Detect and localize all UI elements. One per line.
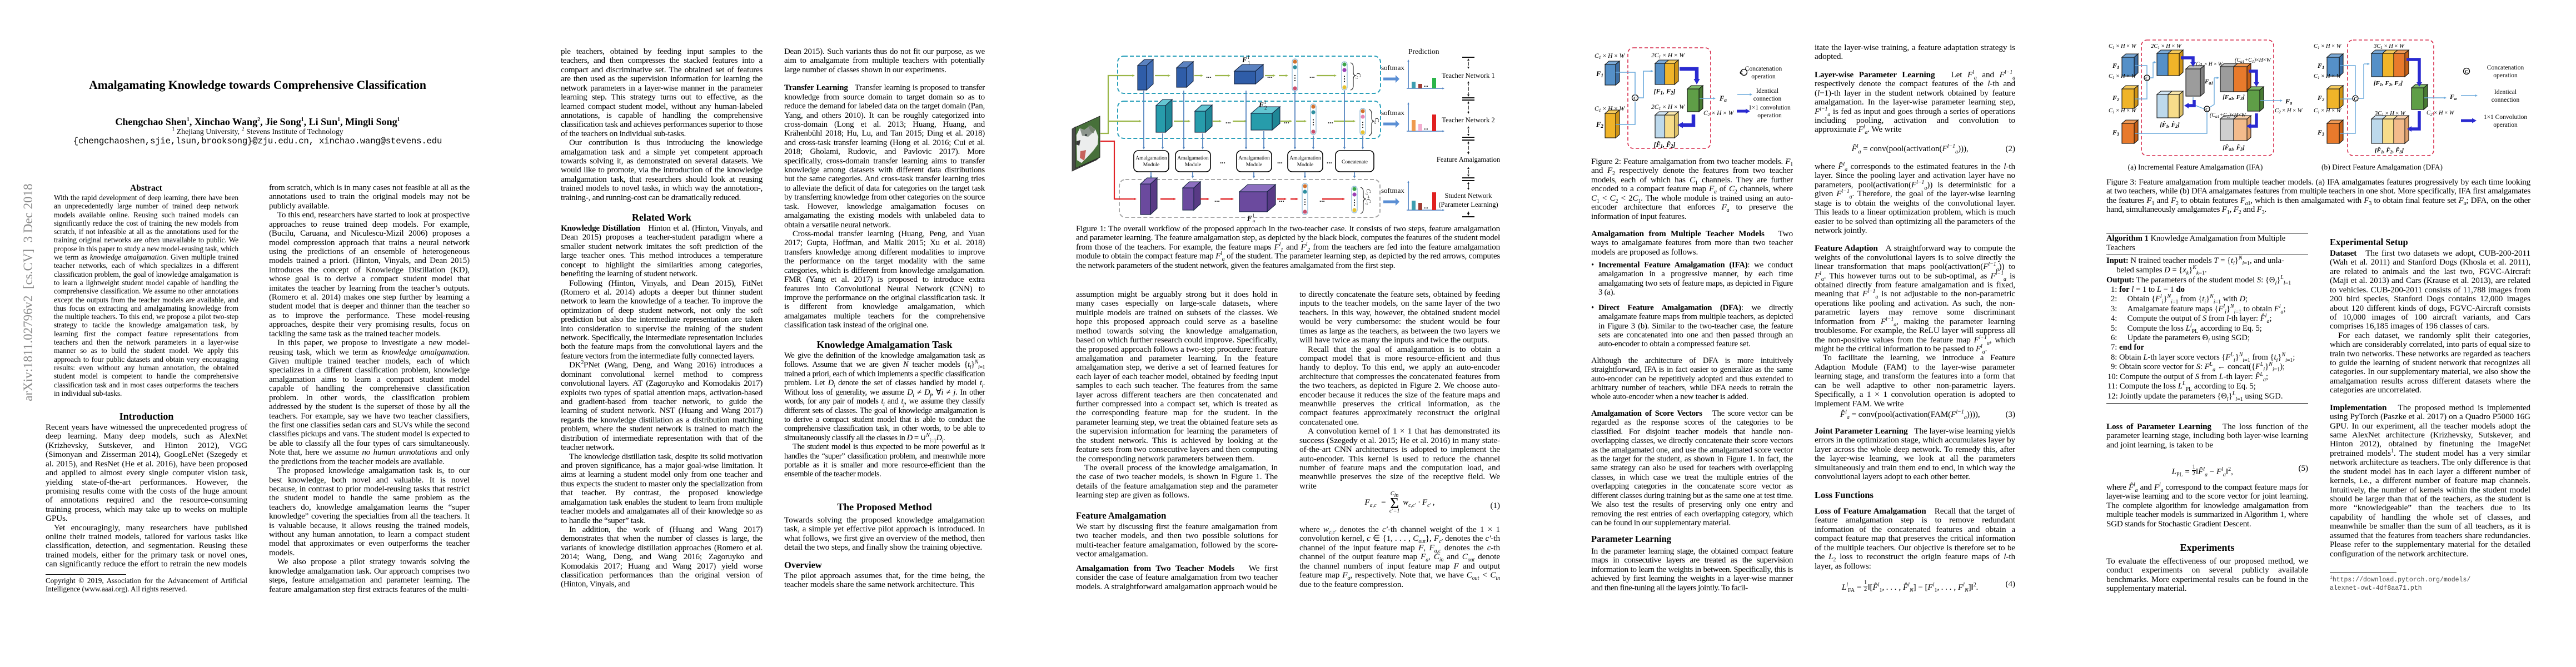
svg-text:[F1, F2]: [F1, F2] — [1653, 87, 1675, 96]
svg-text:Amalgamation: Amalgamation — [1177, 156, 1209, 161]
svg-text:softmax: softmax — [1381, 108, 1404, 117]
svg-text:Module: Module — [1246, 162, 1263, 168]
svg-text:F: F — [1258, 101, 1264, 109]
svg-text:C: C — [2465, 69, 2468, 74]
svg-text:l: l — [1248, 54, 1249, 60]
svg-text:Teacher Network 1: Teacher Network 1 — [1442, 72, 1495, 79]
svg-text:...: ... — [1206, 71, 1212, 79]
svg-text:connection: connection — [1753, 96, 1782, 102]
svg-text:F: F — [1242, 56, 1247, 64]
svg-text:l: l — [1253, 213, 1254, 218]
svg-text:Module: Module — [1185, 162, 1202, 168]
svg-text:Amalgamation: Amalgamation — [1238, 156, 1270, 161]
svg-text:C2 × H × W: C2 × H × W — [1703, 110, 1735, 117]
svg-text:F2: F2 — [2317, 94, 2325, 102]
svg-text:2: 2 — [1264, 105, 1267, 111]
svg-text:...: ... — [1424, 82, 1428, 88]
svg-text:(Ca1+C1)×H×W: (Ca1+C1)×H×W — [2210, 112, 2247, 119]
svg-text:C: C — [2354, 97, 2357, 102]
svg-text:...: ... — [1220, 157, 1225, 165]
svg-text:Identical: Identical — [2494, 89, 2517, 96]
svg-text:F1: F1 — [1596, 70, 1603, 78]
svg-text:...: ... — [1328, 117, 1333, 125]
svg-text:1×1 Convolution: 1×1 Convolution — [2484, 114, 2528, 121]
svg-text:C1 × H × W: C1 × H × W — [2314, 108, 2342, 115]
svg-text:softmax: softmax — [1381, 63, 1404, 72]
svg-text:C1 × H × W: C1 × H × W — [2314, 73, 2342, 80]
svg-text:l: l — [1264, 99, 1266, 105]
svg-text:Fa: Fa — [1719, 94, 1727, 103]
svg-text:Concatenate: Concatenate — [1342, 160, 1368, 165]
svg-text:...: ... — [1309, 71, 1315, 79]
svg-text:F2: F2 — [1596, 121, 1603, 129]
svg-text:Teacher Network 2: Teacher Network 2 — [1442, 116, 1495, 124]
svg-text:Fa: Fa — [2285, 97, 2293, 106]
svg-text:Ca × H × W: Ca × H × W — [2196, 61, 2223, 68]
svg-text:(b) Direct Feature Amalgamatio: (b) Direct Feature Amalgamation (DFA) — [2321, 163, 2443, 171]
svg-text:Fa1: Fa1 — [2204, 78, 2213, 86]
svg-text:operation: operation — [2493, 122, 2518, 128]
svg-text:[F1, F2, F3]: [F1, F2, F3] — [2374, 80, 2403, 87]
svg-text:2C1 × H × W: 2C1 × H × W — [1651, 104, 1685, 111]
svg-text:Module: Module — [1143, 162, 1160, 168]
svg-text:C1 × H × W: C1 × H × W — [2109, 108, 2137, 115]
svg-text:C1 × H × W: C1 × H × W — [2109, 73, 2137, 80]
svg-text:[F̂a1, F̂3]: [F̂a1, F̂3] — [2223, 144, 2245, 152]
svg-text:(Ca1+C1)×H×W: (Ca1+C1)×H×W — [2235, 57, 2272, 64]
svg-text:...: ... — [1424, 125, 1428, 131]
svg-text:2C1 × H × W: 2C1 × H × W — [2151, 43, 2182, 50]
svg-text:1: 1 — [1248, 60, 1250, 66]
svg-text:...: ... — [1327, 157, 1332, 165]
svg-text:F3: F3 — [2112, 128, 2120, 137]
svg-text:F3: F3 — [2317, 128, 2325, 137]
svg-text:F2: F2 — [2112, 94, 2120, 102]
svg-text:[F̂1, F̂2, F̂3]: [F̂1, F̂2, F̂3] — [2375, 147, 2404, 155]
svg-text:Module: Module — [1297, 162, 1314, 168]
svg-text:[F̂1, F̂2]: [F̂1, F̂2] — [2160, 121, 2180, 129]
svg-text:C1 × H × W: C1 × H × W — [1595, 53, 1626, 60]
svg-text:(a) Incremental Feature Amalga: (a) Incremental Feature Amalgamation (IF… — [2128, 163, 2263, 171]
svg-text:...: ... — [1424, 204, 1428, 210]
svg-text:C: C — [2205, 107, 2209, 112]
svg-text:operation: operation — [1751, 73, 1776, 80]
svg-text:...: ... — [1319, 195, 1325, 203]
svg-text:Concatenation: Concatenation — [1745, 66, 1782, 72]
svg-text:Fa: Fa — [2449, 93, 2457, 101]
svg-text:...: ... — [1277, 157, 1283, 165]
svg-text:F1: F1 — [2112, 62, 2119, 70]
svg-text:Concatenation: Concatenation — [2487, 64, 2524, 71]
svg-text:Identical: Identical — [1756, 88, 1778, 94]
svg-text:...: ... — [1214, 195, 1220, 203]
svg-text:C: C — [1633, 96, 1637, 101]
svg-text:[F̂1, F̂2]: [F̂1, F̂2] — [1653, 141, 1675, 149]
svg-text:...: ... — [1225, 117, 1231, 125]
svg-text:3C1 × H × W: 3C1 × H × W — [2373, 43, 2405, 50]
svg-text:C: C — [1740, 71, 1743, 76]
svg-text:operation: operation — [2493, 72, 2518, 79]
svg-text:Prediction: Prediction — [1408, 47, 1439, 56]
svg-text:C: C — [2145, 76, 2149, 81]
svg-text:softmax: softmax — [1381, 186, 1404, 195]
svg-text:F: F — [1247, 214, 1252, 222]
svg-text:Student Network: Student Network — [1444, 192, 1492, 200]
svg-text:[Fa1, F3]: [Fa1, F3] — [2223, 94, 2245, 101]
svg-text:Feature Amalgamation: Feature Amalgamation — [1437, 156, 1501, 163]
svg-text:operation: operation — [1757, 112, 1782, 119]
svg-text:2C1 × H × W: 2C1 × H × W — [1651, 52, 1685, 59]
svg-text:C₁+C₂: C₁+C₂ — [1365, 189, 1371, 205]
svg-text:Amalgamation: Amalgamation — [1289, 156, 1321, 161]
svg-text:C₂: C₂ — [1373, 118, 1380, 124]
svg-text:connection: connection — [2492, 97, 2520, 103]
svg-text:C1 × H × W: C1 × H × W — [2109, 43, 2137, 50]
svg-text:C1 × H × W: C1 × H × W — [2314, 43, 2342, 50]
svg-text:a: a — [1253, 218, 1255, 222]
svg-text:F1: F1 — [2317, 62, 2324, 70]
svg-text:C2 × H × W: C2 × H × W — [2426, 110, 2455, 117]
svg-text:1×1 convolution: 1×1 convolution — [1748, 104, 1791, 111]
svg-text:Amalgamation: Amalgamation — [1135, 156, 1167, 161]
svg-text:C2 × H × W: C2 × H × W — [2275, 108, 2303, 115]
svg-text:C₁: C₁ — [1355, 73, 1362, 79]
svg-text:(Parameter Learning): (Parameter Learning) — [1438, 201, 1498, 208]
